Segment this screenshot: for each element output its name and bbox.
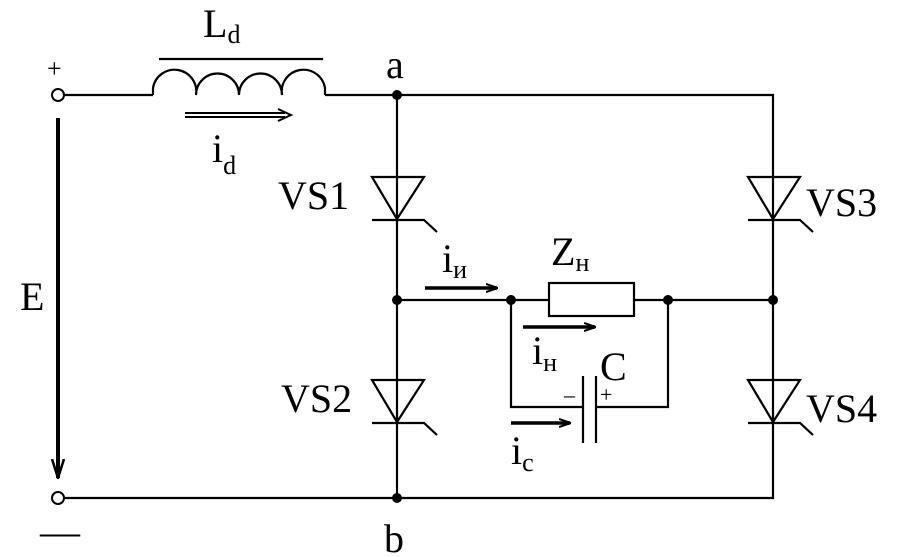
node-a-label: a bbox=[386, 42, 404, 87]
inductor-label: Ld bbox=[203, 1, 240, 49]
node-a-dot bbox=[392, 90, 402, 100]
current-id-label: id bbox=[212, 126, 236, 180]
vs3-label: VS3 bbox=[806, 180, 877, 225]
thyristor-vs1 bbox=[370, 175, 438, 233]
thyristor-vs2 bbox=[370, 378, 438, 436]
load-label: Zн bbox=[551, 229, 589, 277]
node-dot bbox=[506, 295, 516, 305]
current-id-arrow bbox=[185, 108, 294, 122]
node-dot bbox=[663, 295, 673, 305]
thyristor-vs4 bbox=[746, 378, 814, 436]
capacitor-minus: – bbox=[563, 382, 576, 407]
node-dot bbox=[392, 295, 402, 305]
load-impedance-zn bbox=[547, 281, 636, 318]
source-label: E bbox=[20, 274, 44, 319]
current-iload-label: iн bbox=[532, 328, 557, 377]
capacitor-c bbox=[581, 376, 598, 443]
vs4-label: VS4 bbox=[806, 386, 877, 431]
junction-nodes bbox=[392, 90, 778, 503]
capacitor-plus: + bbox=[600, 382, 612, 407]
thyristor-vs3 bbox=[746, 175, 814, 233]
current-icap-label: iс bbox=[511, 428, 534, 477]
vs1-label: VS1 bbox=[278, 173, 349, 218]
plus-terminal bbox=[51, 88, 65, 102]
node-dot bbox=[768, 295, 778, 305]
node-b-dot bbox=[392, 493, 402, 503]
inductor-ld bbox=[151, 57, 327, 96]
minus-sign: — bbox=[39, 509, 81, 554]
minus-terminal bbox=[51, 491, 65, 505]
capacitor-label: C bbox=[600, 344, 627, 389]
current-iinv-label: iи bbox=[442, 236, 467, 284]
plus-sign: + bbox=[47, 54, 62, 83]
node-b-label: b bbox=[384, 516, 404, 557]
vs2-label: VS2 bbox=[281, 376, 352, 421]
